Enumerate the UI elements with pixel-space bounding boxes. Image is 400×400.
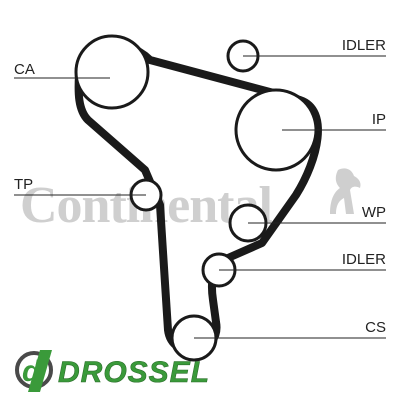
label-tp: TP <box>14 176 33 193</box>
label-idler-bottom: IDLER <box>342 251 386 268</box>
label-ip: IP <box>372 111 386 128</box>
label-ca: CA <box>14 61 35 78</box>
drossel-d-letter: d <box>22 355 41 388</box>
drossel-wordmark: DROSSEL <box>58 356 210 389</box>
label-cs: CS <box>365 319 386 336</box>
drossel-brand: d DROSSEL <box>15 350 210 392</box>
labels: CA IDLER IP TP WP IDLER CS <box>14 37 386 336</box>
drossel-logo-icon <box>15 350 53 392</box>
pulley-ca <box>74 34 150 110</box>
continental-horse-icon <box>330 168 361 214</box>
leader-lines <box>14 55 386 339</box>
label-wp: WP <box>362 204 386 221</box>
label-idler-top: IDLER <box>342 37 386 54</box>
